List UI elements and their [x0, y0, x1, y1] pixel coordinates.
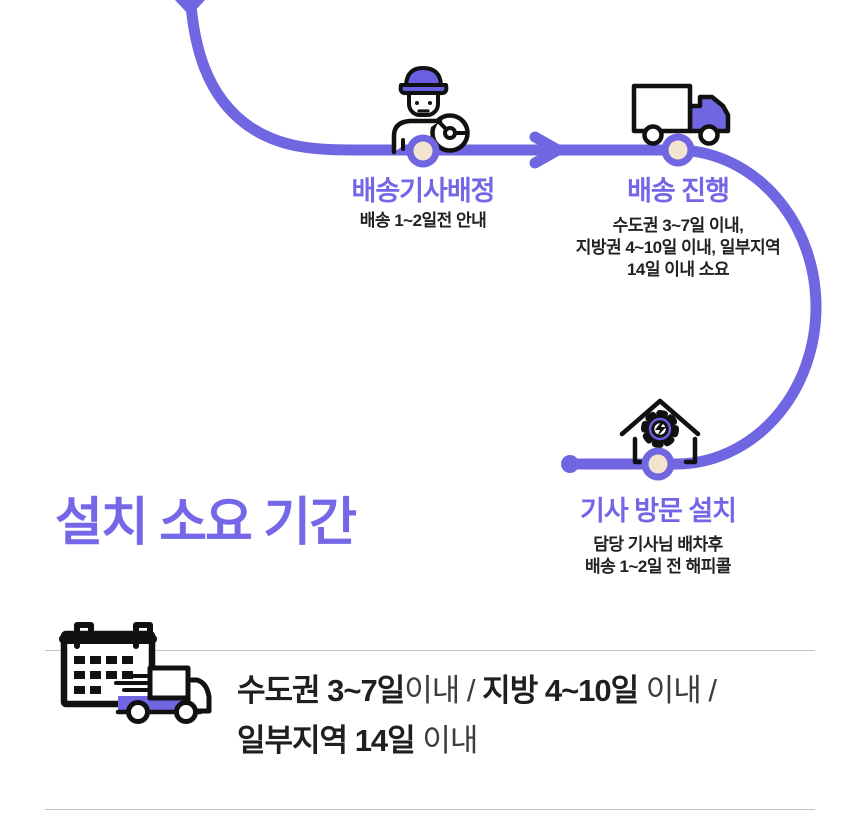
summary-top-divider [45, 650, 815, 651]
summary-text: 수도권 3~7일이내 / 지방 4~10일 이내 / 일부지역 14일 이내 [237, 666, 717, 766]
flow-diagram-canvas [175, 0, 822, 481]
calendar-truck-icon [59, 622, 212, 724]
flow-arrowhead-icon [529, 131, 564, 169]
truck-icon [631, 83, 731, 146]
step-title-driver-assign: 배송기사배정 [351, 176, 495, 206]
step-nodes [406, 133, 695, 481]
driver-icon [391, 66, 470, 155]
step-desc-install-visit: 담당 기사님 배차후 배송 1~2일 전 해피콜 [585, 535, 732, 576]
flow-line [175, 0, 822, 470]
step-desc-driver-assign: 배송 1~2일전 안내 [359, 211, 487, 230]
summary-line-1: 수도권 3~7일이내 / 지방 4~10일 이내 / [237, 673, 717, 708]
step-title-install-visit: 기사 방문 설치 [579, 496, 737, 526]
summary-line-2: 일부지역 14일 이내 [237, 723, 478, 758]
summary-bottom-divider [45, 809, 815, 810]
house-gear-icon [619, 398, 701, 465]
step-title-delivery-progress: 배송 진행 [627, 176, 730, 206]
step-desc-delivery-progress: 수도권 3~7일 이내, 지방권 4~10일 이내, 일부지역 14일 이내 소… [575, 216, 781, 279]
section-title: 설치 소요 기간 [55, 494, 357, 552]
flow-end-dot [561, 455, 579, 473]
